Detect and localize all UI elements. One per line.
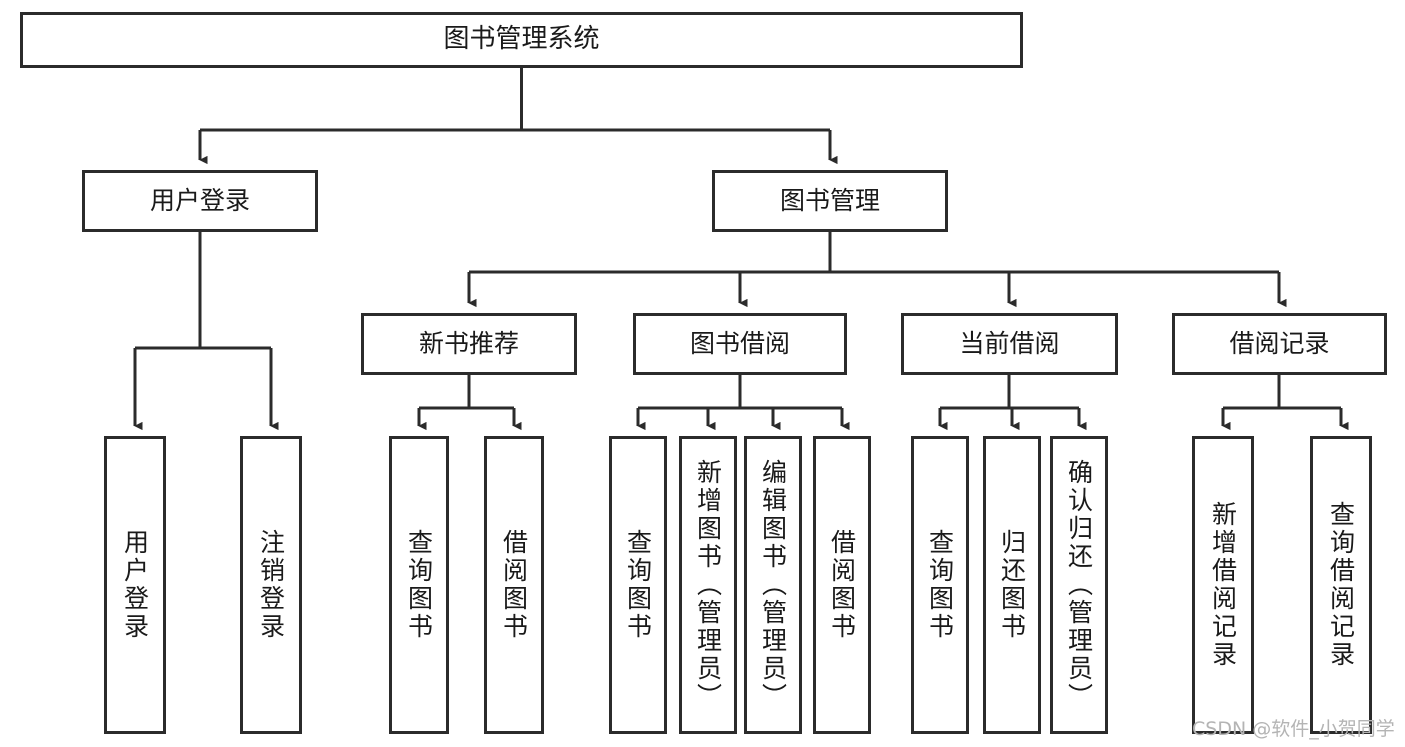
edge-newbook-to-leaves bbox=[417, 375, 522, 431]
node-new-book-rec[interactable]: 新书推荐 bbox=[361, 313, 577, 375]
node-root-label: 图书管理系统 bbox=[443, 24, 600, 55]
node-leaf-user-login-label: 用户登录 bbox=[120, 529, 150, 641]
edge-borrowrecord-to-leaves bbox=[1221, 375, 1349, 431]
watermark-text: CSDN @软件_小贺同学 bbox=[1192, 718, 1395, 740]
node-root[interactable]: 图书管理系统 bbox=[20, 12, 1023, 68]
node-user-login-label: 用户登录 bbox=[149, 185, 250, 215]
node-leaf-query-book-2[interactable]: 查询图书 bbox=[609, 436, 667, 734]
edge-bookmanage-to-level2 bbox=[467, 232, 1287, 308]
node-leaf-query-record-label: 查询借阅记录 bbox=[1326, 501, 1356, 669]
node-leaf-return-book-label: 归还图书 bbox=[997, 529, 1027, 641]
node-leaf-borrow-book-1-label: 借阅图书 bbox=[499, 529, 529, 641]
node-leaf-logout[interactable]: 注销登录 bbox=[240, 436, 302, 734]
node-leaf-query-book-3[interactable]: 查询图书 bbox=[911, 436, 969, 734]
edge-bookborrow-to-leaves bbox=[636, 375, 850, 431]
node-leaf-edit-book[interactable]: 编辑图书（管理员） bbox=[744, 436, 802, 734]
node-book-manage[interactable]: 图书管理 bbox=[712, 170, 948, 232]
node-leaf-query-book-1-label: 查询图书 bbox=[404, 529, 434, 641]
node-leaf-borrow-book-1[interactable]: 借阅图书 bbox=[484, 436, 544, 734]
node-leaf-edit-book-label: 编辑图书（管理员） bbox=[758, 459, 788, 711]
node-leaf-query-record[interactable]: 查询借阅记录 bbox=[1310, 436, 1372, 734]
edge-currentborrow-to-leaves bbox=[938, 375, 1087, 431]
node-current-borrow-label: 当前借阅 bbox=[959, 328, 1060, 358]
node-book-borrow-label: 图书借阅 bbox=[689, 328, 790, 358]
node-new-book-rec-label: 新书推荐 bbox=[418, 328, 519, 358]
node-leaf-return-book[interactable]: 归还图书 bbox=[983, 436, 1041, 734]
node-leaf-add-record[interactable]: 新增借阅记录 bbox=[1192, 436, 1254, 734]
node-user-login[interactable]: 用户登录 bbox=[82, 170, 318, 232]
node-book-borrow[interactable]: 图书借阅 bbox=[633, 313, 847, 375]
node-leaf-confirm-return[interactable]: 确认归还（管理员） bbox=[1050, 436, 1108, 734]
node-leaf-borrow-book-2-label: 借阅图书 bbox=[827, 529, 857, 641]
node-leaf-add-book-label: 新增图书（管理员） bbox=[693, 459, 723, 711]
node-leaf-borrow-book-2[interactable]: 借阅图书 bbox=[813, 436, 871, 734]
node-book-manage-label: 图书管理 bbox=[779, 185, 880, 215]
edge-root-to-level1 bbox=[198, 68, 838, 165]
node-borrow-record-label: 借阅记录 bbox=[1229, 328, 1330, 358]
node-borrow-record[interactable]: 借阅记录 bbox=[1172, 313, 1387, 375]
node-leaf-query-book-3-label: 查询图书 bbox=[925, 529, 955, 641]
node-current-borrow[interactable]: 当前借阅 bbox=[901, 313, 1118, 375]
node-leaf-user-login[interactable]: 用户登录 bbox=[104, 436, 166, 734]
node-leaf-add-record-label: 新增借阅记录 bbox=[1208, 501, 1238, 669]
edge-userlogin-to-leaves bbox=[133, 232, 279, 431]
node-leaf-query-book-1[interactable]: 查询图书 bbox=[389, 436, 449, 734]
node-leaf-logout-label: 注销登录 bbox=[256, 529, 286, 641]
node-leaf-query-book-2-label: 查询图书 bbox=[623, 529, 653, 641]
node-leaf-add-book[interactable]: 新增图书（管理员） bbox=[679, 436, 737, 734]
node-leaf-confirm-return-label: 确认归还（管理员） bbox=[1064, 459, 1094, 711]
